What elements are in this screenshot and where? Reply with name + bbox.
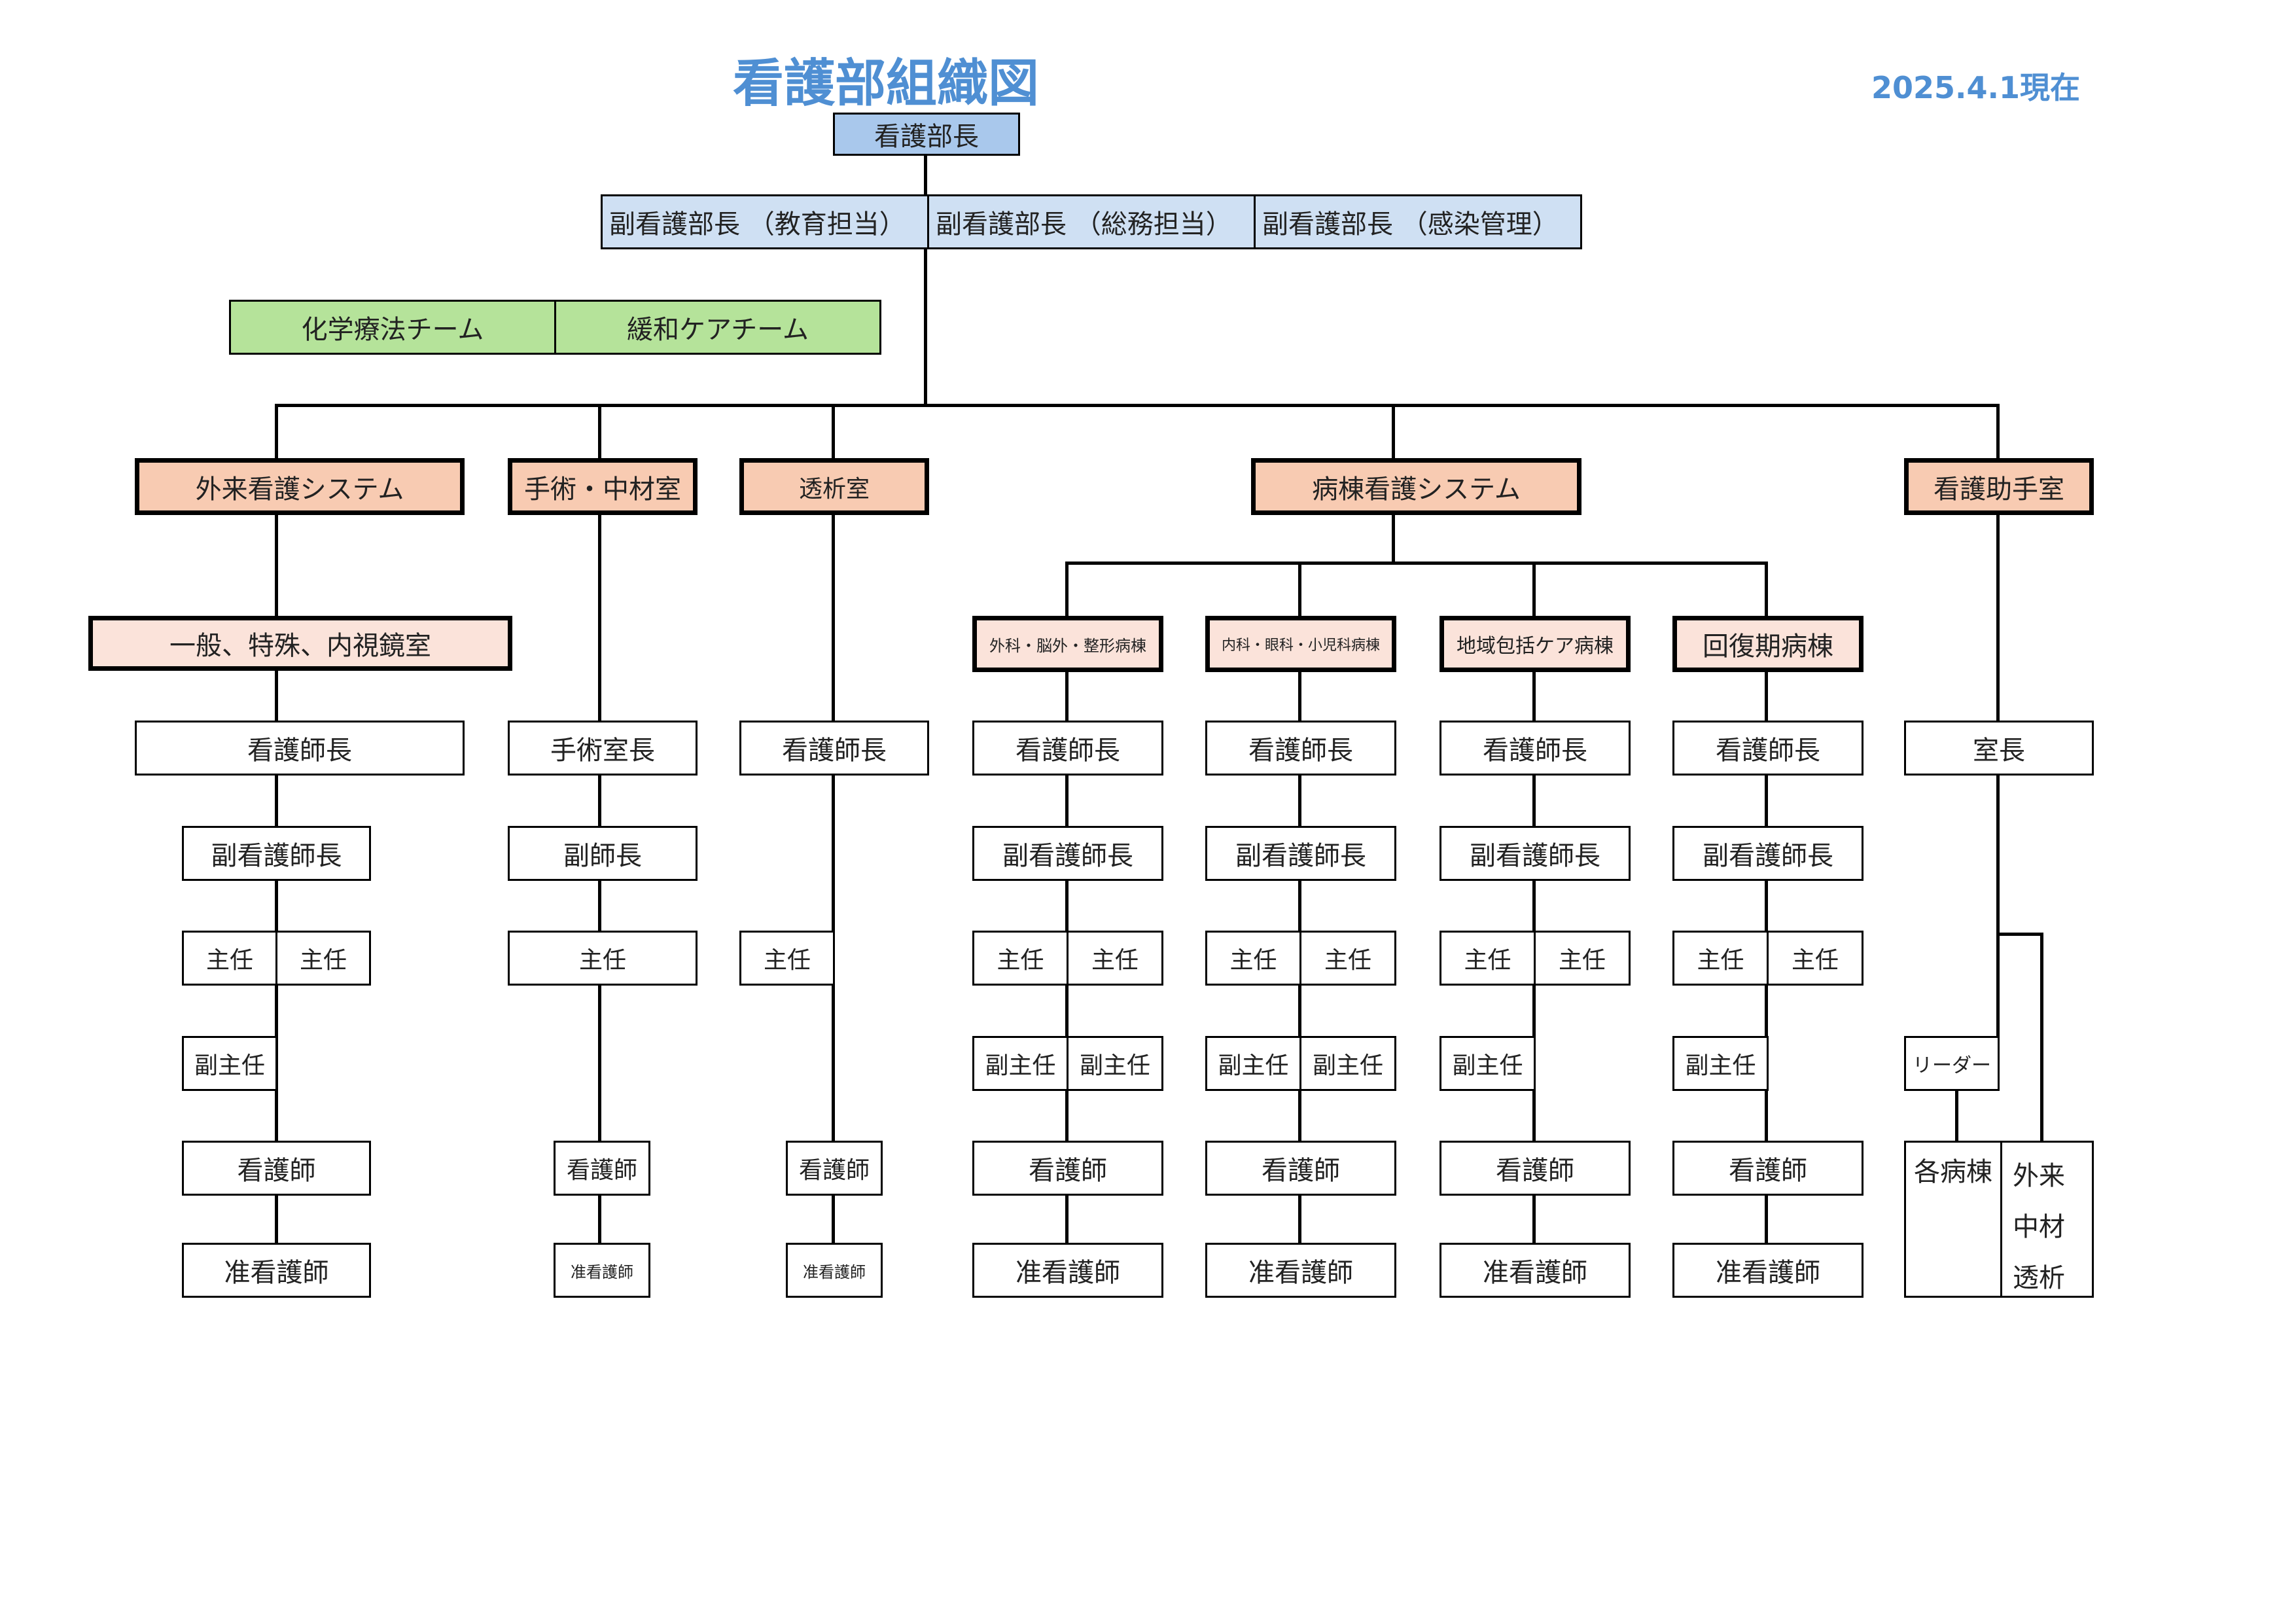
ward-recovery-chief-2: 主任 [1767,931,1863,986]
palliative-team: 緩和ケアチーム [554,300,881,355]
aide-staff-dialysis: 透析 [2013,1263,2065,1293]
aide-other-staff: 外来 中材 透析 [2000,1141,2094,1298]
ward-internal-deputy: 副看護師長 [1205,826,1396,881]
aide-ward-staff: 各病棟 [1904,1141,2002,1298]
ward-recovery-deputy: 副看護師長 [1672,826,1863,881]
ward-community-chief-2: 主任 [1534,931,1631,986]
surgery-head: 手術室長 [508,721,698,776]
vice-director-general: 副看護部長 （総務担当） [927,194,1256,249]
surgery-assoc-nurse: 准看護師 [554,1243,650,1298]
aide-head: 室長 [1904,721,2094,776]
surgery-deputy: 副師長 [508,826,698,881]
ward-surgical-deputy: 副看護師長 [972,826,1163,881]
vice-director-education: 副看護部長 （教育担当） [601,194,929,249]
ward-internal-nurse: 看護師 [1205,1141,1396,1196]
outpatient-chief-1: 主任 [182,931,277,986]
ward-community-deputy: 副看護師長 [1439,826,1631,881]
outpatient-assoc-nurse: 准看護師 [182,1243,371,1298]
aide-staff-outpatient: 外来 [2013,1161,2065,1191]
dept-ward: 病棟看護システム [1251,458,1581,515]
ward-surgical-subchief-2: 副主任 [1067,1036,1163,1091]
ward-community-chief-1: 主任 [1439,931,1536,986]
ward-internal-head: 看護師長 [1205,721,1396,776]
dept-outpatient: 外来看護システム [135,458,465,515]
outpatient-unit: 一般、特殊、内視鏡室 [88,616,512,671]
ward-recovery-chief-1: 主任 [1672,931,1769,986]
dept-dialysis: 透析室 [739,458,929,515]
date-label: 2025.4.1現在 [1871,70,2080,105]
outpatient-head: 看護師長 [135,721,465,776]
ward-internal-subchief-2: 副主任 [1299,1036,1396,1091]
ward-recovery-nurse: 看護師 [1672,1141,1863,1196]
ward-community-head: 看護師長 [1439,721,1631,776]
surgery-nurse: 看護師 [554,1141,650,1196]
ward-internal-subchief-1: 副主任 [1205,1036,1301,1091]
aide-leader: リーダー [1904,1036,2000,1091]
ward-internal-chief-1: 主任 [1205,931,1301,986]
outpatient-chief-2: 主任 [275,931,371,986]
outpatient-deputy: 副看護師長 [182,826,371,881]
ward-community: 地域包括ケア病棟 [1439,616,1631,672]
ward-recovery-assoc-nurse: 准看護師 [1672,1243,1863,1298]
dialysis-head: 看護師長 [739,721,929,776]
ward-surgical-chief-1: 主任 [972,931,1069,986]
ward-surgical: 外科・脳外・整形病棟 [972,616,1163,672]
outpatient-subchief: 副主任 [182,1036,277,1091]
ward-surgical-chief-2: 主任 [1067,931,1163,986]
chemo-team: 化学療法チーム [229,300,556,355]
outpatient-nurse: 看護師 [182,1141,371,1196]
ward-recovery: 回復期病棟 [1672,616,1863,672]
dialysis-assoc-nurse: 准看護師 [786,1243,883,1298]
ward-surgical-head: 看護師長 [972,721,1163,776]
ward-recovery-subchief: 副主任 [1672,1036,1769,1091]
dept-aide: 看護助手室 [1904,458,2094,515]
dialysis-nurse: 看護師 [786,1141,883,1196]
vice-director-infection: 副看護部長 （感染管理） [1254,194,1582,249]
ward-community-subchief: 副主任 [1439,1036,1536,1091]
ward-internal: 内科・眼科・小児科病棟 [1205,616,1396,672]
director-box: 看護部長 [833,113,1020,156]
aide-staff-sterile: 中材 [2013,1212,2065,1242]
surgery-chief: 主任 [508,931,698,986]
dept-surgery: 手術・中材室 [508,458,698,515]
dialysis-chief: 主任 [739,931,835,986]
ward-community-assoc-nurse: 准看護師 [1439,1243,1631,1298]
ward-internal-assoc-nurse: 准看護師 [1205,1243,1396,1298]
ward-surgical-subchief-1: 副主任 [972,1036,1069,1091]
page-title: 看護部組織図 [733,54,1040,113]
ward-internal-chief-2: 主任 [1299,931,1396,986]
ward-surgical-assoc-nurse: 准看護師 [972,1243,1163,1298]
ward-recovery-head: 看護師長 [1672,721,1863,776]
ward-surgical-nurse: 看護師 [972,1141,1163,1196]
ward-community-nurse: 看護師 [1439,1141,1631,1196]
